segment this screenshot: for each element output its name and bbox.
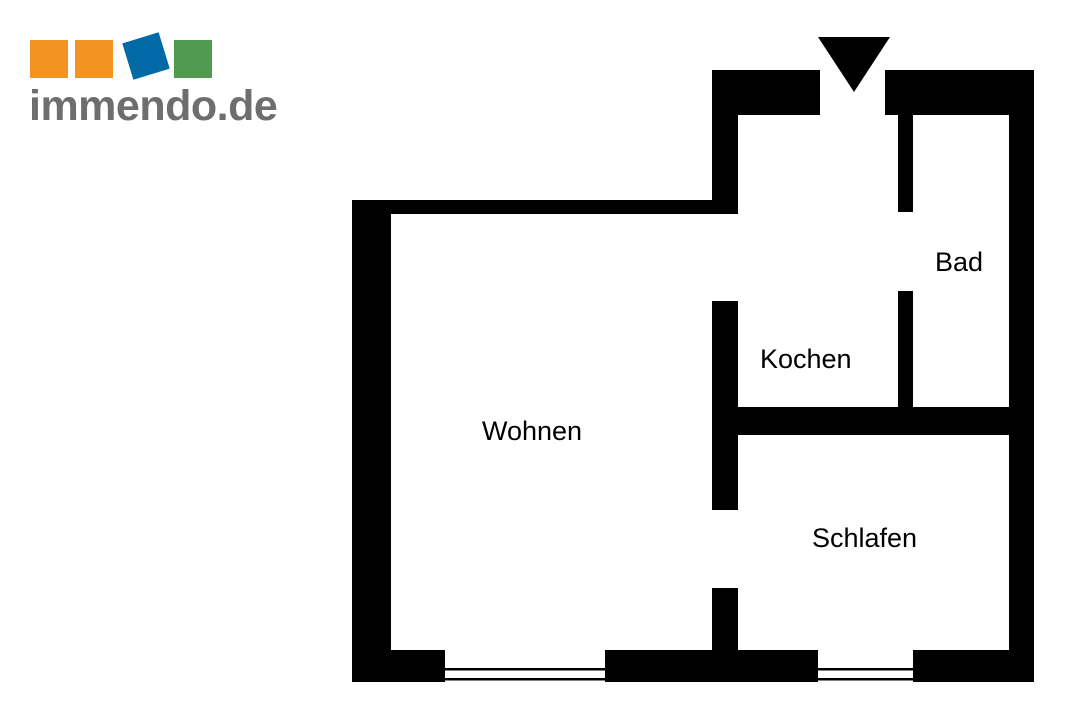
logo-square-green <box>174 40 212 78</box>
wall-bottom-middle <box>605 650 818 682</box>
wall-left <box>352 200 391 682</box>
wall-right <box>1009 70 1034 682</box>
logo-square-orange-1 <box>30 40 68 78</box>
window-right-line-1 <box>818 668 913 671</box>
window-right-line-2 <box>818 678 913 681</box>
room-label-bedroom: Schlafen <box>812 523 918 553</box>
logo-text: immendo.de <box>29 82 278 130</box>
room-label-living: Wohnen <box>482 416 583 446</box>
window-left-line-1 <box>445 668 605 671</box>
wall-bottom-left <box>352 650 445 682</box>
wall-bath-upper <box>898 115 913 212</box>
wall-bottom-right <box>913 650 1034 682</box>
immendo-logo: immendo.de <box>0 0 320 140</box>
window-left-line-2 <box>445 678 605 681</box>
wall-top-left <box>712 70 820 115</box>
entrance-arrow-icon <box>818 37 890 92</box>
room-label-kitchen: Kochen <box>760 344 852 374</box>
wall-bath-lower <box>898 291 913 409</box>
wall-kitchen-bottom <box>712 407 1034 435</box>
wall-kitchen-left <box>712 301 738 510</box>
wall-top-living <box>352 200 738 214</box>
logo-square-orange-2 <box>75 40 113 78</box>
wall-bedroom-stub <box>712 588 738 658</box>
room-label-bath: Bad <box>935 247 984 277</box>
